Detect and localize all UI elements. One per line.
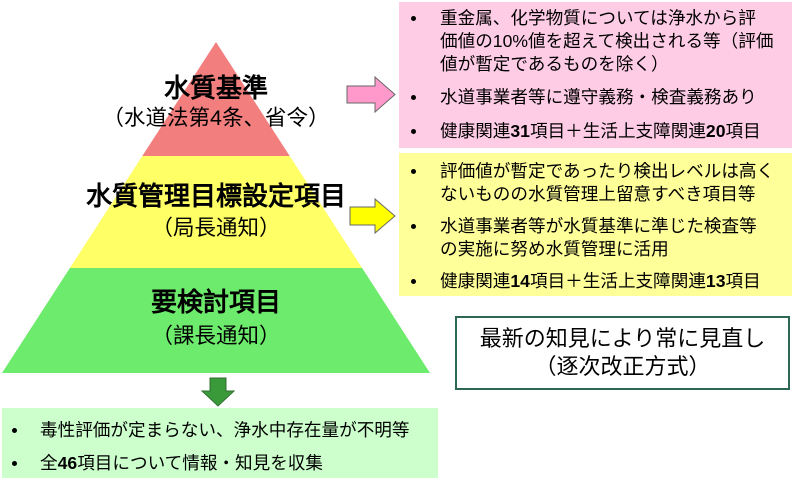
standards-note-box: 重金属、化学物質については浄水から評 価値の10%値を超えて検出される等（評価 …: [399, 2, 792, 148]
tier-subtitle-management-targets: （局長通知）: [151, 216, 281, 240]
bullet-item: 健康関連14項目＋生活上支障関連13項目: [399, 270, 792, 293]
pyramid-tier-standards: [142, 42, 290, 156]
pyramid-tier-items-under-study: [2, 268, 430, 373]
bullet-item: 毒性評価が定まらない、浄水中存在量が不明等: [2, 419, 438, 442]
bullet-line: 重金属、化学物質については浄水から評: [440, 7, 756, 28]
bullet-dot: [411, 15, 416, 21]
study-bullet-list: 毒性評価が定まらない、浄水中存在量が不明等 全46項目について情報・知見を収集: [2, 419, 438, 475]
bullet-dot: [411, 128, 416, 134]
bullet-dot: [411, 278, 416, 284]
bullet-text: 項目: [725, 270, 761, 291]
bullet-text: 項目＋生活上支障関連: [529, 120, 706, 141]
bullet-line: 健康関連31項目＋生活上支障関連20項目: [440, 120, 792, 143]
item-count: 14: [510, 270, 530, 291]
bullet-dot: [411, 95, 416, 100]
bullet-dot: [12, 427, 17, 433]
standards-bullet-list: 重金属、化学物質については浄水から評 価値の10%値を超えて検出される等（評価 …: [399, 7, 792, 143]
right-arrow-icon: [349, 197, 396, 235]
bullet-item: 重金属、化学物質については浄水から評 価値の10%値を超えて検出される等（評価 …: [399, 7, 792, 76]
tier-subtitle-standards: （水道法第4条、省令）: [102, 106, 330, 130]
items-under-study-note-box: 毒性評価が定まらない、浄水中存在量が不明等 全46項目について情報・知見を収集: [2, 408, 438, 478]
tier-title-items-under-study: 要検討項目: [150, 287, 281, 317]
management-bullet-list: 評価値が暫定であったり検出レベルは高く ないものの水質管理上留意すべき項目等 水…: [399, 160, 792, 293]
item-count: 46: [57, 452, 78, 473]
right-arrow-icon: [346, 75, 396, 114]
bullet-item: 水道事業者等が水質基準に準じた検査等 の実施に努め水質管理に活用: [399, 215, 792, 261]
review-line: 最新の知見により常に見直し: [479, 326, 766, 351]
tier-title-standards: 水質基準: [163, 73, 268, 103]
review-line: （逐次改正方式）: [534, 354, 711, 379]
bullet-text: 項目: [725, 120, 761, 141]
bullet-text: 健康関連: [440, 120, 511, 141]
bullet-text: 健康関連: [440, 270, 511, 291]
bullet-line: 水道事業者等に遵守義務・検査義務あり: [440, 87, 757, 107]
bullet-line: 全46項目について情報・知見を収集: [40, 452, 438, 475]
item-count: 13: [705, 270, 726, 291]
item-count: 31: [510, 120, 530, 141]
bullet-dot: [411, 168, 416, 174]
bullet-line: 値が暫定であるものを除く）: [440, 53, 669, 74]
bullet-line: 価値の10%値を超えて検出される等（評価: [440, 30, 774, 51]
bullet-line: の実施に努め水質管理に活用: [440, 238, 669, 259]
bullet-line: 健康関連14項目＋生活上支障関連13項目: [440, 270, 792, 293]
bullet-text: 項目＋生活上支障関連: [529, 270, 706, 291]
tier-subtitle-items-under-study: （課長通知）: [151, 324, 281, 348]
down-arrow-icon: [200, 377, 236, 407]
review-policy-box: 最新の知見により常に見直し （逐次改正方式）: [455, 316, 790, 390]
bullet-text: 全: [40, 452, 58, 473]
bullet-line: ないものの水質管理上留意すべき項目等: [440, 183, 756, 204]
bullet-item: 水道事業者等に遵守義務・検査義務あり: [399, 86, 792, 109]
bullet-text: 項目について情報・知見を収集: [77, 452, 323, 473]
bullet-line: 毒性評価が定まらない、浄水中存在量が不明等: [40, 419, 410, 440]
bullet-line: 評価値が暫定であったり検出レベルは高く: [440, 160, 775, 181]
bullet-item: 全46項目について情報・知見を収集: [2, 452, 438, 475]
item-count: 20: [705, 120, 726, 141]
bullet-line: 水道事業者等が水質基準に準じた検査等: [440, 215, 757, 236]
bullet-item: 評価値が暫定であったり検出レベルは高く ないものの水質管理上留意すべき項目等: [399, 160, 792, 206]
bullet-dot: [12, 460, 17, 466]
pyramid-tier-management-targets: [69, 156, 363, 268]
bullet-item: 健康関連31項目＋生活上支障関連20項目: [399, 120, 792, 143]
bullet-dot: [411, 223, 416, 229]
management-targets-note-box: 評価値が暫定であったり検出レベルは高く ないものの水質管理上留意すべき項目等 水…: [399, 153, 792, 296]
tier-title-management-targets: 水質管理目標設定項目: [85, 181, 346, 211]
